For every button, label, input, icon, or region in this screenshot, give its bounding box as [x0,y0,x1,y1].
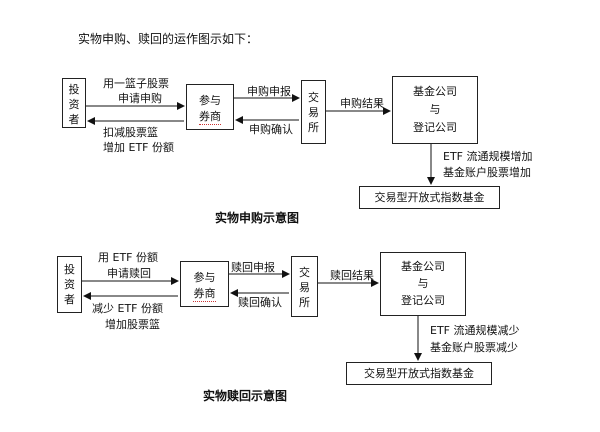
redemption-exchange-box: 交 易 所 [291,256,318,317]
purchase-investor-char-3: 者 [68,113,80,126]
redemption-etf-box: 交易型开放式指数基金 [346,362,492,385]
purchase-investor-box: 投 资 者 [62,78,86,128]
purchase-broker-box: 参与 券商 [186,84,234,130]
redemption-broker-line-2: 券商 [193,287,216,302]
purchase-caption: 实物申购示意图 [215,211,300,225]
purchase-exchange-to-fund-label: 申购结果 [340,97,384,110]
purchase-fund-to-etf-label-1: ETF 流通规模增加 [443,150,533,163]
purchase-label-top-1: 用一篮子股票 [103,77,169,90]
purchase-exchange-to-broker-label: 申购确认 [249,123,293,136]
purchase-fund-line-2: 与 [429,103,441,116]
purchase-label-bottom-2: 增加 ETF 份额 [103,141,174,154]
redemption-label-bottom-2: 增加股票篮 [105,318,160,331]
redemption-label-top-2: 申请赎回 [107,267,151,280]
redemption-fund-line-1: 基金公司 [401,260,445,273]
purchase-exchange-char-3: 所 [308,121,319,134]
purchase-fund-registrar-box: 基金公司 与 登记公司 [392,76,478,144]
purchase-etf-box: 交易型开放式指数基金 [359,186,500,209]
redemption-fund-line-3: 登记公司 [401,294,445,307]
redemption-fund-registrar-box: 基金公司 与 登记公司 [380,252,466,316]
intro-text: 实物申购、赎回的运作图示如下： [78,32,259,46]
redemption-investor-box: 投 资 者 [57,256,82,313]
redemption-exchange-char-2: 易 [299,281,310,294]
purchase-label-bottom-1: 扣减股票篮 [103,126,158,139]
redemption-broker-line-1: 参与 [193,271,216,284]
purchase-investor-char-2: 资 [68,98,80,111]
purchase-broker-to-exchange-label: 申购申报 [247,85,291,98]
redemption-exchange-to-broker-label: 赎回确认 [238,296,282,309]
redemption-investor-char-1: 投 [64,263,75,276]
purchase-fund-line-1: 基金公司 [413,85,457,98]
redemption-broker-to-exchange-label: 赎回申报 [231,261,275,274]
purchase-exchange-box: 交 易 所 [301,80,326,144]
purchase-exchange-char-2: 易 [308,106,319,119]
redemption-exchange-char-3: 所 [299,296,310,309]
redemption-investor-char-3: 者 [64,293,75,306]
purchase-broker-line-2: 券商 [199,110,221,125]
redemption-investor-char-2: 资 [64,278,75,291]
purchase-exchange-char-1: 交 [308,91,319,104]
purchase-broker-line-1: 参与 [199,94,221,107]
purchase-label-top-2: 申请申购 [118,92,162,105]
redemption-label-bottom-1: 减少 ETF 份额 [92,302,163,315]
redemption-fund-to-etf-label-1: ETF 流通规模减少 [430,324,520,337]
purchase-fund-line-3: 登记公司 [413,121,457,134]
redemption-broker-box: 参与 券商 [180,261,229,307]
purchase-fund-to-etf-label-2: 基金账户股票增加 [443,166,531,179]
redemption-exchange-to-fund-label: 赎回结果 [330,269,374,282]
redemption-caption: 实物赎回示意图 [203,389,288,403]
purchase-investor-char-1: 投 [68,83,80,96]
redemption-label-top-1: 用 ETF 份额 [98,251,158,264]
redemption-fund-to-etf-label-2: 基金账户股票减少 [430,341,518,354]
redemption-exchange-char-1: 交 [299,266,310,279]
redemption-fund-line-2: 与 [417,277,429,290]
